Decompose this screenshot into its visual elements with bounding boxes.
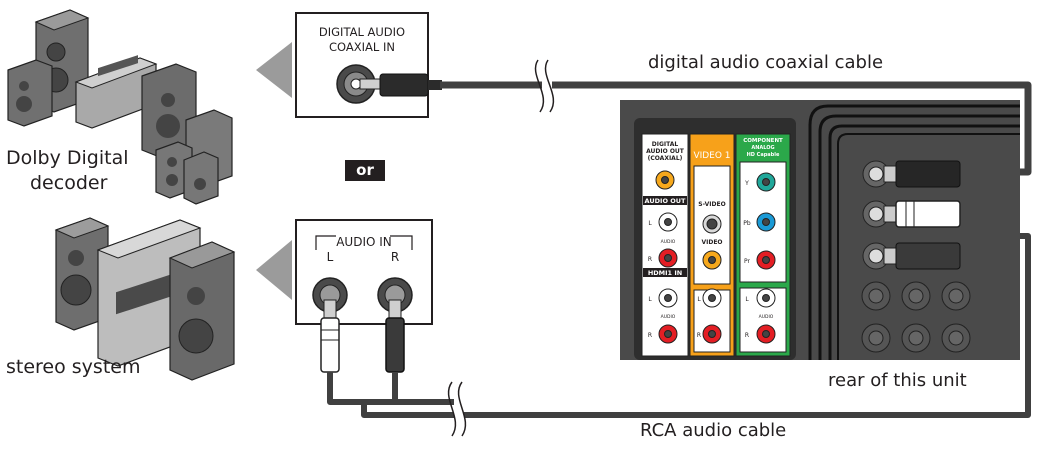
dolby-digital-decoder-illustration [7,9,233,205]
coax-cable-break [534,59,555,113]
panel-y: Y [744,180,749,187]
or-badge: or [345,160,385,181]
panel-audio-2: AUDIO [661,314,676,320]
rear-panel: DIGITAL AUDIO OUT (COAXIAL) AUDIO OUT HD… [620,100,1020,360]
panel-audio-3: AUDIO [759,314,774,320]
panel-hd-capable: HD Capable [747,152,780,158]
coax-plug [359,73,442,97]
panel-r-3: R [697,332,701,339]
dolby-label-line2: decoder [30,172,108,194]
panel-audio-1: AUDIO [661,239,676,245]
panel-digital-out-1: DIGITAL [652,141,679,148]
panel-pr: Pr [744,258,751,265]
panel-digital-out-2: AUDIO OUT [646,148,685,155]
stereo-label: stereo system [6,356,141,378]
panel-r-2: R [648,332,652,339]
rca-plug-white [320,299,340,373]
rca-cable-break [447,381,467,437]
panel-l-2: L [648,296,652,303]
panel-r-1: R [648,256,652,263]
coaxial-input-box: DIGITAL AUDIO COAXIAL IN [295,12,429,118]
panel-l-1: L [648,220,652,227]
coax-cable-label: digital audio coaxial cable [648,52,884,73]
panel-audio-out: AUDIO OUT [645,197,687,205]
panel-hdmi-in: HDMI1 IN [648,269,682,277]
panel-l-3: L [697,296,701,303]
panel-digital-out-3: (COAXIAL) [648,155,683,162]
rear-unit-label: rear of this unit [828,370,967,391]
panel-video: VIDEO [701,239,722,246]
coax-input-label-1: DIGITAL AUDIO [319,25,405,39]
arrow-to-stereo [256,240,292,300]
coax-input-label-2: COAXIAL IN [329,40,395,54]
panel-svideo: S-VIDEO [698,201,725,208]
audio-in-right-label: R [391,250,399,264]
panel-video1: VIDEO 1 [693,151,730,161]
audio-in-title: AUDIO IN [336,235,392,249]
panel-pb: Pb [743,220,751,227]
audio-in-left-label: L [327,250,334,264]
rca-plug-red [385,299,405,373]
rca-cable-label: RCA audio cable [640,420,787,441]
dolby-label-line1: Dolby Digital [6,147,129,169]
arrow-to-decoder [256,42,292,98]
panel-analog: ANALOG [751,145,774,151]
stereo-system-illustration [54,217,236,381]
panel-l-4: L [745,296,749,303]
audio-in-box: AUDIO IN L R [295,219,433,325]
panel-component: COMPONENT [743,138,783,144]
panel-r-4: R [745,332,749,339]
